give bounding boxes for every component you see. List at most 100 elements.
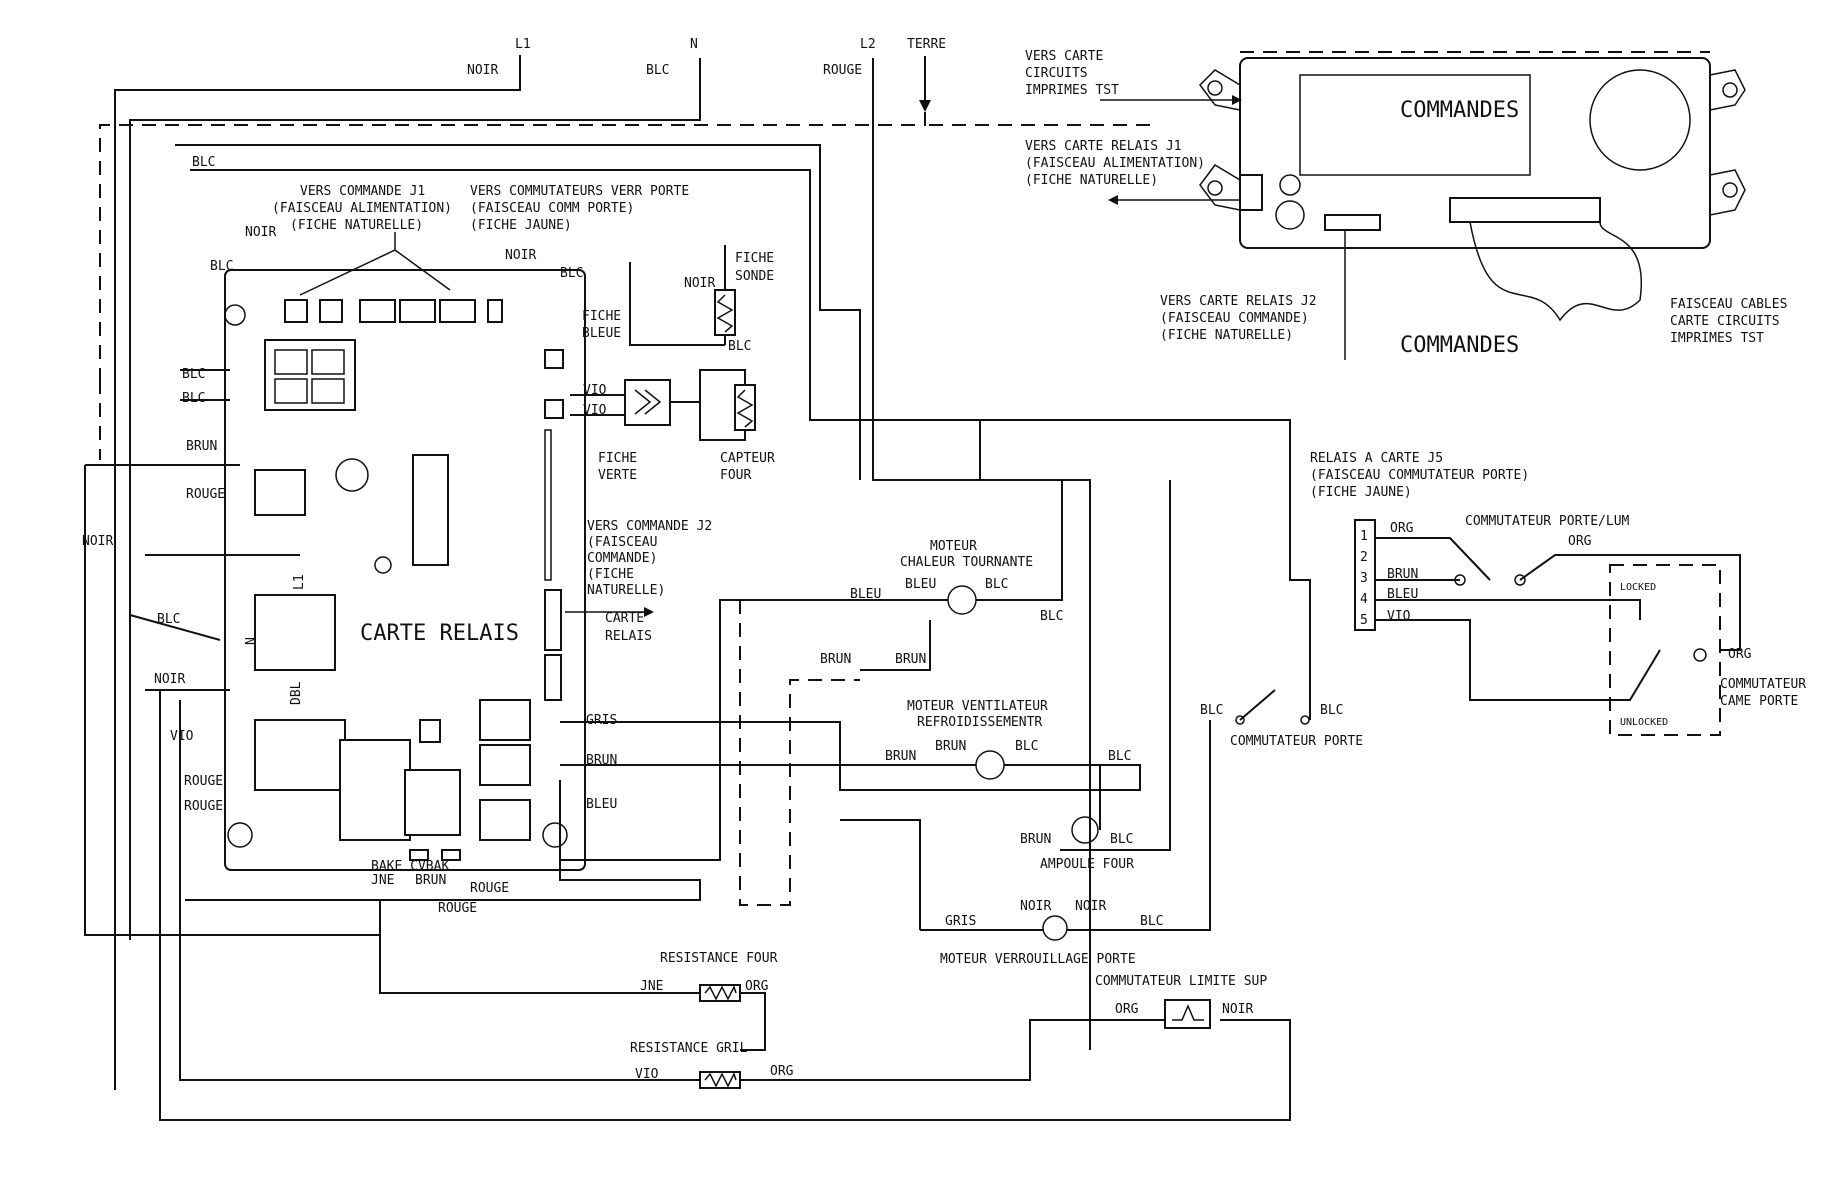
cooling-fan-icon [975, 750, 1005, 780]
j2-connector [544, 589, 562, 651]
cooling-fan-line-1: MOTEUR VENTILATEUR [907, 699, 1048, 714]
mount-hole-2 [1207, 180, 1223, 196]
door-lamp-switch-label: COMMUTATEUR PORTE/LUM [1465, 514, 1630, 529]
fan-blc-1: BLC [1015, 739, 1038, 754]
vio-label-left: VIO [170, 729, 194, 744]
lock-noir-1: NOIR [1020, 899, 1051, 914]
mount-screw-2 [542, 822, 568, 848]
transformer-block [264, 339, 356, 411]
j5-vio-label: VIO [1387, 609, 1411, 624]
mount-ear-right-top [1709, 69, 1746, 111]
probe-plug-line-1: FICHE [735, 251, 774, 266]
door-switch-blc-right: BLC [1320, 703, 1343, 718]
l1-wire-color: NOIR [467, 63, 498, 78]
blue-plug-connector [544, 349, 564, 369]
bake-jne-label: JNE [640, 979, 663, 994]
connector-j1 [284, 299, 308, 323]
left-harness [84, 144, 1291, 1121]
convection-motor-line-1: MOTEUR [930, 539, 977, 554]
fan-brun-2: BRUN [935, 739, 966, 754]
motors-group: MOTEUR CHALEUR TOURNANTE BLEU BLEU BLC B… [560, 420, 1211, 967]
n-wire-color: BLC [646, 63, 669, 78]
relay-6 [479, 699, 531, 741]
to-cmd-j1-line-3: (FICHE NATURELLE) [290, 218, 423, 233]
high-limit-symbol [1172, 1004, 1204, 1021]
mount-ear-left-bottom [1199, 164, 1241, 211]
high-limit-switch-icon [1164, 999, 1211, 1029]
j5-group: RELAIS A CARTE J5 (FAISCEAU COMMUTATEUR … [1310, 451, 1806, 736]
connector-j2 [319, 299, 343, 323]
harness-wire-12 [185, 780, 701, 901]
display-panel [1299, 74, 1531, 176]
l2-wire-color: ROUGE [823, 63, 862, 78]
noir-label-left: NOIR [82, 534, 113, 549]
terre-label: TERRE [907, 37, 946, 52]
tst-harness-cable [1469, 221, 1643, 322]
control-hole-2 [1275, 200, 1305, 230]
noir-label-probe: NOIR [684, 276, 715, 291]
bake-terminal-1 [409, 849, 429, 861]
j5-brun-label: BRUN [1387, 567, 1418, 582]
door-switch-blade [1239, 689, 1276, 721]
door-switch-contact-1 [1235, 715, 1245, 725]
door-switch-wire [970, 419, 1311, 720]
brun-label-left: BRUN [186, 439, 217, 454]
j5-connector [1354, 519, 1376, 631]
j4-connector [419, 719, 441, 743]
dashed-loop [739, 600, 860, 906]
j2b-connector [544, 654, 562, 701]
noir-label-low: NOIR [154, 672, 185, 687]
door-lock-wires [920, 720, 1211, 931]
blc-label-top: BLC [210, 259, 233, 274]
j1-connector [1239, 174, 1263, 211]
oven-sensor-line-1: CAPTEUR [720, 451, 775, 466]
to-cmd-j2-line-4: (FICHE [587, 567, 634, 582]
broil-zigzag [704, 1072, 737, 1088]
mount-screw-3 [224, 304, 246, 326]
mount-screw-1 [227, 822, 253, 848]
oven-lamp-icon [1071, 816, 1099, 844]
tst-connector [1449, 197, 1601, 223]
probe-plug-line-2: SONDE [735, 269, 774, 284]
relay-5 [404, 769, 461, 836]
noir-label-board: NOIR [505, 248, 536, 263]
connector-j3 [359, 299, 396, 323]
relay-1 [254, 469, 306, 516]
bleu-label-board: BLEU [586, 797, 617, 812]
j2-connector-ctrl [1324, 214, 1381, 231]
ic-chip [412, 454, 449, 566]
cam-switch-line-1: COMMUTATEUR [1720, 677, 1806, 692]
mount-ear-left-top [1199, 69, 1241, 111]
sensor-zigzag [736, 389, 754, 428]
control-knob [1589, 69, 1691, 171]
relay-ref-line-2: RELAIS [605, 629, 652, 644]
cam-switch-contact [1693, 648, 1707, 662]
cooling-fan-line-2: REFROIDISSEMENTR [917, 715, 1042, 730]
door-switch-blc-left: BLC [1200, 703, 1223, 718]
convection-motor-icon [947, 585, 977, 615]
controls-box: COMMANDES COMMANDES VERS CARTE CIRCUITS … [1025, 49, 1787, 360]
harness-wire-11 [179, 700, 740, 1081]
j5-orange-label: ORG [1390, 521, 1414, 536]
fan-gris-wire [560, 721, 1141, 791]
mount-hole-3 [1722, 82, 1738, 98]
relay-board-callouts: VERS COMMANDE J1 (FAISCEAU ALIMENTATION)… [272, 184, 775, 644]
to-tst-line-1: VERS CARTE [1025, 49, 1103, 64]
lamp-wire [1060, 480, 1171, 851]
rouge-label-low-2: ROUGE [184, 799, 223, 814]
lock-gris-label: GRIS [945, 914, 976, 929]
cam-switch-orange-label: ORG [1728, 647, 1752, 662]
brun-arrow-wire [860, 620, 931, 671]
relay-3 [254, 719, 346, 791]
green-plug-line-2: VERTE [598, 468, 637, 483]
n-label: N [690, 37, 698, 52]
j5-switch-wires [1375, 537, 1741, 651]
sensor-plug [624, 379, 671, 426]
convection-blc-wire [979, 420, 1063, 601]
tst-harness-line-3: IMPRIMES TST [1670, 331, 1764, 346]
blc-label-3: BLC [182, 391, 205, 406]
to-door-switch-line-2: (FAISCEAU COMM PORTE) [470, 201, 634, 216]
bake-element-wire [379, 900, 766, 1051]
j5-title-line-1: RELAIS A CARTE J5 [1310, 451, 1443, 466]
